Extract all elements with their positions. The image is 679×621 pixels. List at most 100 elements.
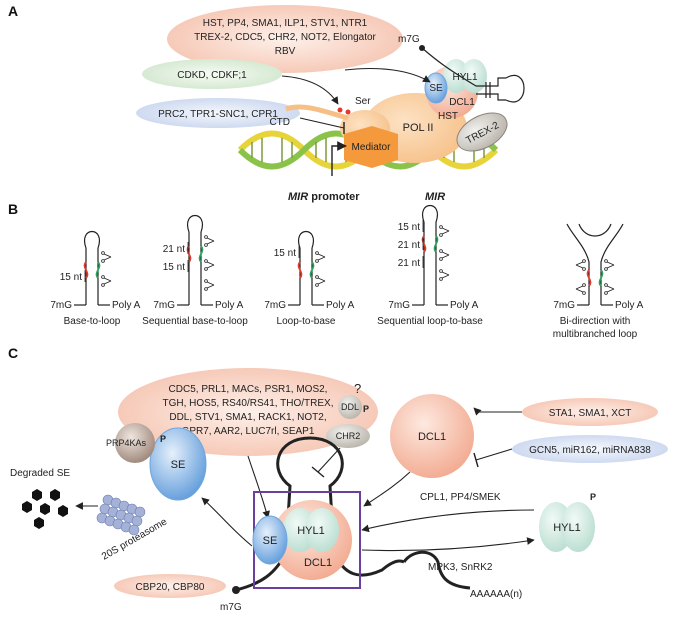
mirna-strand [297, 261, 303, 279]
branch-loop [578, 223, 612, 237]
promoter-arrow [331, 141, 347, 176]
scissors-icon [604, 283, 615, 295]
cap-label: 7mG [388, 300, 410, 311]
ddl-protein: DDL ? P [338, 381, 369, 419]
polya-label: Poly A [215, 300, 244, 311]
mirna-strand [421, 235, 427, 253]
se-label-a: SE [429, 83, 443, 94]
scissors-icon [604, 259, 615, 271]
mirna-strand [586, 269, 592, 287]
mpk3-label: MPK3, SnRK2 [428, 562, 493, 573]
regulator-c-line-3: DDL, STV1, SMA1, RACK1, NOT2, [169, 412, 326, 423]
terminal-loop [83, 231, 101, 249]
regulator-box-top-a: HST, PP4, SMA1, ILP1, STV1, NTR1 TREX-2,… [167, 5, 403, 73]
arrow-hyl1-to-complex [361, 509, 535, 533]
scissors-icon [101, 275, 112, 287]
ddl-label: DDL [341, 402, 359, 412]
polya-label: Poly A [326, 300, 355, 311]
hairpin-caption: Loop-to-base [277, 316, 336, 327]
mir-label: MIR [425, 191, 445, 203]
pri-mirna-hairpin-a [421, 47, 525, 103]
inhibit-prc [299, 117, 345, 129]
cap-label: 7mG [153, 300, 175, 311]
panel-label-b: B [8, 201, 18, 217]
scissors-icon [315, 275, 326, 287]
scissors-icon [204, 259, 215, 271]
cap-dot-c [232, 586, 240, 594]
hyl1-label-c: HYL1 [297, 525, 325, 537]
ser-label: Ser [355, 96, 371, 107]
cpl1-label: CPL1, PP4/SMEK [420, 492, 501, 503]
length-label: 21 nt [398, 258, 420, 269]
hyl1-free-label: HYL1 [553, 522, 581, 534]
prc-label: PRC2, TPR1-SNC1, CPR1 [158, 109, 278, 120]
length-label: 15 nt [398, 222, 420, 233]
dcl1-label-c: DCL1 [304, 557, 332, 569]
dcl1-label-a: DCL1 [449, 97, 475, 108]
scissors-icon [439, 249, 450, 261]
cbp-box: CBP20, CBP80 [114, 574, 226, 598]
mirna-star-strand [598, 269, 604, 287]
dicing-complex-c: HYL1 SE DCL1 [252, 500, 352, 580]
pol2-label: POL II [403, 122, 434, 134]
scissors-icon [575, 259, 586, 271]
arrow-dcl1-to-complex [363, 471, 411, 507]
dcl1-free: DCL1 [390, 394, 474, 478]
scissors-icon [439, 225, 450, 237]
arrow-regulators-to-complex [247, 455, 270, 519]
arrow-complex-to-hyl1 [361, 537, 535, 552]
scissors-icon [439, 269, 450, 281]
ddl-phospho: P [363, 404, 369, 414]
chr2-protein: CHR2 [326, 424, 370, 448]
prp4kas-label: PRP4KAs [106, 438, 147, 448]
scissors-icon [204, 235, 215, 247]
se-free-label: SE [171, 459, 186, 471]
cbp-label: CBP20, CBP80 [136, 582, 205, 593]
regulator-line-3: RBV [275, 46, 296, 57]
se-free: SE P [149, 427, 207, 501]
scissors-icon [575, 283, 586, 295]
hyl1-label-a: HYL1 [452, 72, 477, 83]
regulator-line-2: TREX-2, CDC5, CHR2, NOT2, Elongator [194, 32, 376, 43]
regulator-c-line-4: GPR7, AAR2, LUC7rl, SEAP1 [182, 426, 315, 437]
mirna-star-strand [433, 235, 439, 253]
degraded-fragments [22, 489, 68, 529]
hairpin-caption: Sequential loop-to-base [377, 316, 483, 327]
scissors-icon [101, 251, 112, 263]
mirna-strand [83, 261, 89, 279]
polya-label: Poly A [450, 300, 479, 311]
regulator-line-1: HST, PP4, SMA1, ILP1, STV1, NTR1 [203, 18, 368, 29]
chr2-label: CHR2 [336, 431, 361, 441]
inhibit-bar-chr2 [311, 466, 325, 478]
m7g-label-a: m7G [398, 34, 420, 45]
proteasome: 20S proteasome [96, 494, 169, 563]
gcn5-box: GCN5, miR162, miRNA838 [512, 435, 668, 463]
sta1-box: STA1, SMA1, XCT [522, 398, 658, 426]
cap-label: 7mG [264, 300, 286, 311]
ddl-question: ? [354, 381, 361, 396]
cdk-box: CDKD, CDKF;1 [142, 59, 282, 89]
cap-dot-a [419, 45, 425, 51]
inhibit-gcn5 [475, 448, 513, 461]
panel-label-c: C [8, 345, 18, 361]
cap-label: 7mG [50, 300, 72, 311]
mir-promoter-label: MIR promoter [288, 191, 360, 203]
terminal-loop [186, 215, 204, 233]
scissors-icon [204, 279, 215, 291]
terminal-loop [421, 205, 439, 223]
hairpin-caption: Base-to-loop [64, 316, 121, 327]
length-label: 15 nt [60, 272, 82, 283]
regulator-c-line-2: TGH, HOS5, RS40/RS41, THO/TREX, [163, 398, 334, 409]
se-label-c: SE [263, 535, 278, 547]
degraded-se-label: Degraded SE [10, 468, 70, 479]
m7g-label-c: m7G [220, 602, 242, 613]
mediator: Mediator [344, 126, 398, 168]
cdk-label: CDKD, CDKF;1 [177, 70, 247, 81]
length-label: 21 nt [163, 244, 185, 255]
arrow-sta1-to-dcl1 [473, 407, 522, 416]
mirna-star-strand [309, 261, 315, 279]
